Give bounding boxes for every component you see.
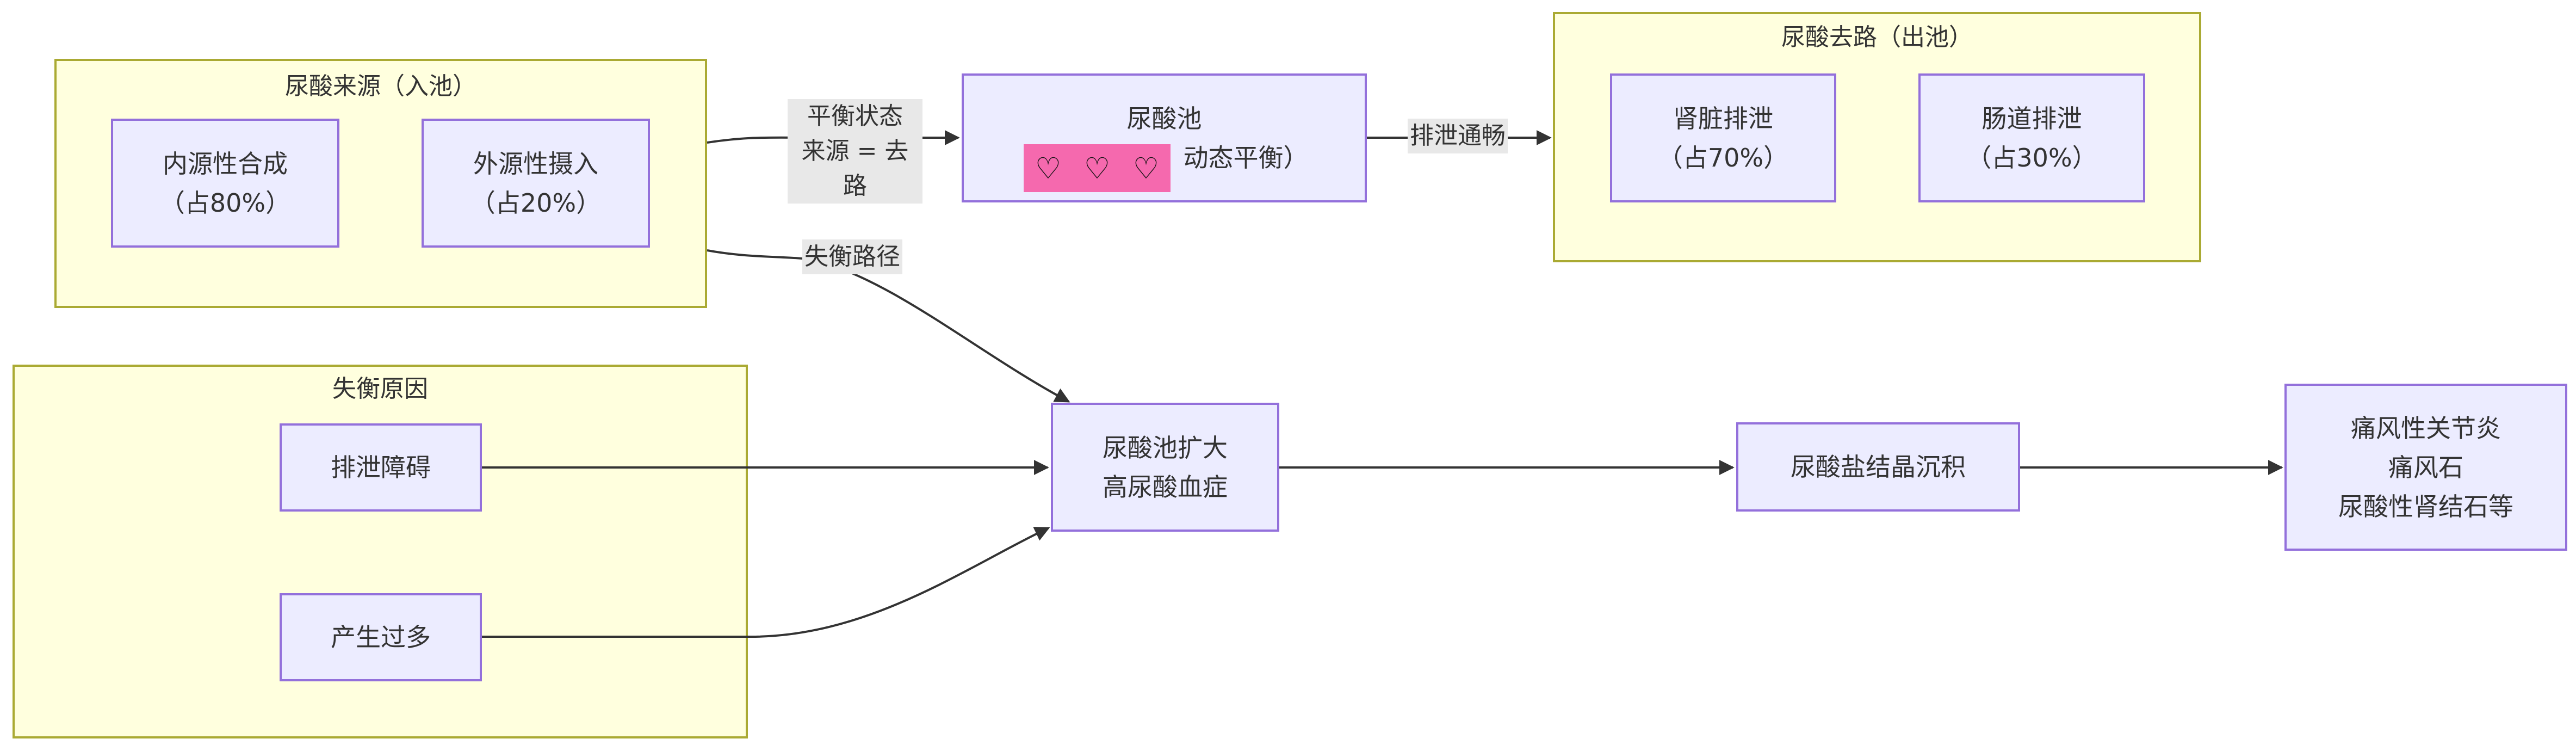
- node-exogenous-intake: 外源性摄入 （占20%）: [422, 119, 650, 248]
- node-kidney-line1: 肾脏排泄: [1673, 103, 1773, 133]
- node-intestine-excretion: 肠道排泄 （占30%）: [1918, 73, 2145, 202]
- group-title-outflow: 尿酸去路（出池）: [1781, 23, 1973, 51]
- edge-label-balance-line2: 来源 = 去路: [801, 137, 909, 200]
- edge-label-imbalance: 失衡路径: [802, 239, 902, 274]
- node-pool-line2: 动态平衡）: [1183, 143, 1309, 173]
- node-pool-line1: 尿酸池: [1126, 103, 1202, 133]
- group-title-causes: 失衡原因: [332, 375, 428, 403]
- node-endogenous-line2: （占80%）: [159, 188, 291, 218]
- node-pool-enlarged-line2: 高尿酸血症: [1103, 472, 1228, 502]
- heart-face-icon: ♡: [1132, 151, 1160, 186]
- node-intestine-line2: （占30%）: [1966, 143, 2097, 173]
- node-kidney-line2: （占70%）: [1657, 143, 1789, 173]
- node-outcome-diseases: 痛风性关节炎 痛风石 尿酸性肾结石等: [2284, 384, 2567, 551]
- node-pool-enlarged-line1: 尿酸池扩大: [1103, 433, 1228, 463]
- edge-label-balance-line1: 平衡状态: [807, 102, 903, 130]
- edge-label-excretion-ok: 排泄通畅: [1408, 119, 1508, 153]
- heart-face-icon: ♡: [1035, 151, 1062, 186]
- node-overproduction: 产生过多: [280, 593, 482, 681]
- node-exogenous-line2: （占20%）: [470, 188, 602, 218]
- group-title-sources: 尿酸来源（入池）: [285, 72, 476, 100]
- node-kidney-excretion: 肾脏排泄 （占70%）: [1610, 73, 1836, 202]
- heart-face-icon: ♡: [1083, 151, 1111, 186]
- node-outcome-line3: 尿酸性肾结石等: [2338, 491, 2513, 521]
- node-overproduction-label: 产生过多: [331, 623, 431, 652]
- edge-label-balance: 平衡状态 来源 = 去路: [788, 99, 922, 204]
- node-pool-enlarged: 尿酸池扩大 高尿酸血症: [1051, 403, 1279, 532]
- node-crystal-label: 尿酸盐结晶沉积: [1791, 452, 1966, 482]
- node-exogenous-line1: 外源性摄入: [473, 149, 598, 178]
- node-intestine-line1: 肠道排泄: [1981, 103, 2082, 133]
- node-endogenous-line1: 内源性合成: [163, 149, 288, 178]
- node-excretion-disorder-label: 排泄障碍: [331, 453, 431, 482]
- node-endogenous-synthesis: 内源性合成 （占80%）: [111, 119, 339, 248]
- node-urate-crystal-deposition: 尿酸盐结晶沉积: [1736, 422, 2020, 512]
- node-excretion-disorder: 排泄障碍: [280, 423, 482, 512]
- node-outcome-line1: 痛风性关节炎: [2351, 413, 2501, 443]
- heart-faces-sticker: ♡ ♡ ♡: [1024, 144, 1171, 192]
- edge-overproduction-to-enlarged: [482, 527, 1050, 638]
- node-outcome-line2: 痛风石: [2388, 452, 2463, 482]
